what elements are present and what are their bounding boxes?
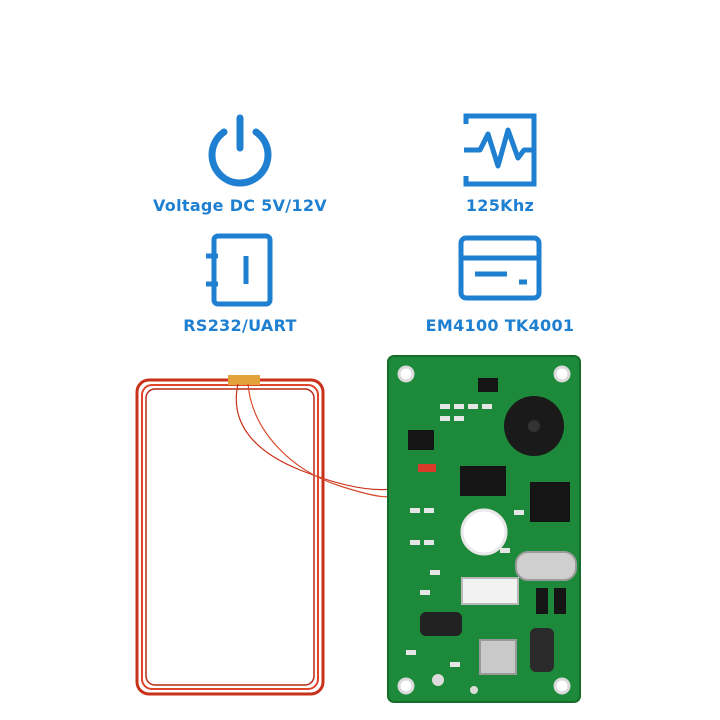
- circuit-module-icon: [206, 233, 273, 307]
- chip-label: EM4100 TK4001: [425, 316, 575, 335]
- rfid-pcb-board: [387, 355, 581, 703]
- waveform-icon: [463, 113, 537, 187]
- frequency-label: 125Khz: [465, 196, 535, 215]
- feature-chip: EM4100 TK4001: [400, 232, 600, 335]
- feature-voltage: Voltage DC 5V/12V: [140, 112, 340, 215]
- feature-frequency: 125Khz: [400, 112, 600, 215]
- card-icon: [458, 235, 542, 301]
- product-image: [135, 355, 581, 703]
- power-icon: [208, 114, 272, 187]
- antenna-coil: [135, 375, 403, 696]
- interface-label: RS232/UART: [183, 316, 297, 335]
- feature-interface: RS232/UART: [140, 232, 340, 335]
- voltage-label: Voltage DC 5V/12V: [152, 196, 327, 215]
